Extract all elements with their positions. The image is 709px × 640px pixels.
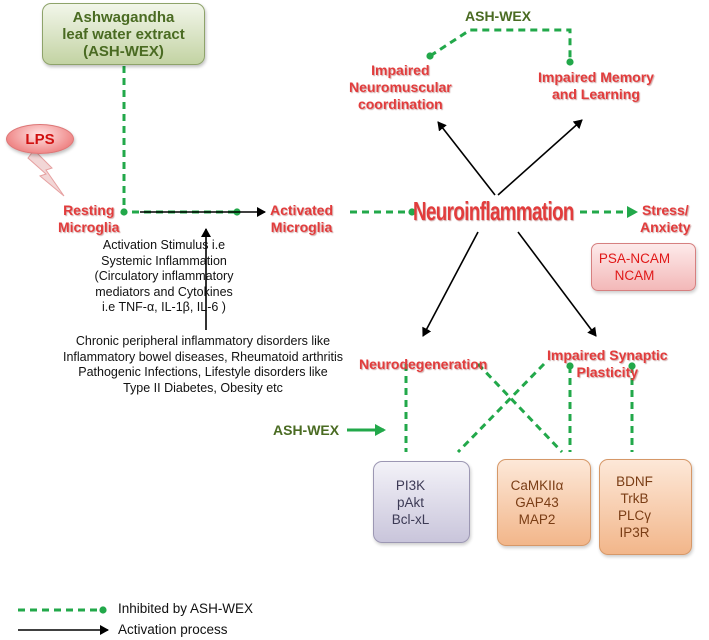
- legend-lines: [18, 606, 109, 635]
- stress-line-2: Anxiety: [640, 219, 691, 235]
- pi3k-line-2: pAkt: [396, 494, 424, 510]
- top-ashwex-label: ASH-WEX: [465, 8, 532, 24]
- legend-inhibited-label: Inhibited by ASH-WEX: [118, 601, 254, 616]
- resting-microglia-label: Resting Microglia: [58, 202, 119, 236]
- stress-anxiety-label: Stress/ Anxiety: [640, 202, 691, 236]
- psa-line-2: NCAM: [614, 268, 655, 283]
- resting-line-1: Resting: [63, 202, 115, 218]
- coord-line-3: coordination: [357, 96, 443, 112]
- stimulus-line-5: i.e TNF-α, IL-1β, IL-6 ): [102, 300, 226, 314]
- activation-stimulus-text: Activation Stimulus i.e Systemic Inflamm…: [64, 238, 264, 316]
- ash-line-3: (ASH-WEX): [83, 42, 164, 60]
- activation-arrows: [140, 119, 597, 337]
- lps-badge: LPS: [6, 124, 74, 154]
- psa-ncam-box: PSA-NCAM NCAM: [591, 243, 696, 291]
- memory-line-1: Impaired Memory: [538, 69, 654, 85]
- activated-microglia-label: Activated Microglia: [270, 202, 333, 236]
- resting-line-2: Microglia: [58, 219, 120, 235]
- bdnf-line-2: TrkB: [620, 491, 649, 506]
- stimulus-line-1: Activation Stimulus i.e: [102, 238, 226, 252]
- synaptic-line-1: Impaired Synaptic: [547, 347, 668, 363]
- bdnf-line-1: BDNF: [616, 474, 653, 489]
- camk-line-2: GAP43: [515, 495, 559, 510]
- pi3k-box: PI3K pAkt Bcl-xL: [373, 461, 470, 543]
- bdnf-line-4: IP3R: [619, 525, 650, 540]
- chronic-line-4: Type II Diabetes, Obesity etc: [123, 380, 283, 395]
- activated-line-1: Activated: [270, 202, 334, 218]
- coord-line-1: Impaired: [371, 62, 430, 78]
- inhibition-lines: [120, 28, 638, 454]
- stress-line-1: Stress/: [641, 202, 689, 218]
- left-ashwex-label: ASH-WEX: [273, 422, 340, 438]
- camk-box: CaMKIIα GAP43 MAP2: [497, 459, 591, 546]
- pi3k-line-3: Bcl-xL: [391, 511, 430, 527]
- camk-line-1: CaMKIIα: [510, 478, 564, 493]
- impaired-memory-label: Impaired Memory and Learning: [538, 69, 654, 103]
- impaired-coordination-label: Impaired Neuromuscular coordination: [349, 62, 452, 113]
- stimulus-line-4: mediators and Cytokines: [95, 284, 233, 299]
- ash-line-2: leaf water extract: [62, 25, 185, 43]
- ashwagandha-box: Ashwagandha leaf water extract (ASH-WEX): [42, 3, 205, 65]
- lps-label: LPS: [25, 130, 55, 148]
- stimulus-line-3: (Circulatory inflammatory: [94, 269, 234, 283]
- legend-activation-label: Activation process: [118, 622, 228, 637]
- impaired-synaptic-label: Impaired Synaptic Plasticity: [547, 347, 668, 381]
- camk-line-3: MAP2: [518, 512, 556, 527]
- chronic-line-3: Pathogenic Infections, Lifestyle disorde…: [78, 365, 328, 379]
- bdnf-box: BDNF TrkB PLCγ IP3R: [599, 459, 692, 555]
- pi3k-line-1: PI3K: [395, 477, 426, 493]
- neurodegeneration-label: Neurodegeneration: [359, 356, 488, 372]
- lightning-icon: [27, 149, 65, 197]
- neuroinflammation-label: Neuroinflammation: [413, 196, 574, 226]
- chronic-disorders-text: Chronic peripheral inflammatory disorder…: [42, 334, 364, 396]
- coord-line-2: Neuromuscular: [349, 79, 452, 95]
- chronic-line-2: Inflammatory bowel diseases, Rheumatoid …: [63, 349, 343, 364]
- activated-line-2: Microglia: [270, 219, 333, 235]
- memory-line-2: and Learning: [552, 86, 640, 102]
- bdnf-line-3: PLCγ: [617, 508, 651, 523]
- ash-line-1: Ashwagandha: [72, 8, 175, 26]
- psa-line-1: PSA-NCAM: [598, 251, 671, 266]
- synaptic-line-2: Plasticity: [576, 364, 639, 380]
- chronic-line-1: Chronic peripheral inflammatory disorder…: [75, 334, 331, 348]
- stimulus-line-2: Systemic Inflammation: [101, 253, 227, 268]
